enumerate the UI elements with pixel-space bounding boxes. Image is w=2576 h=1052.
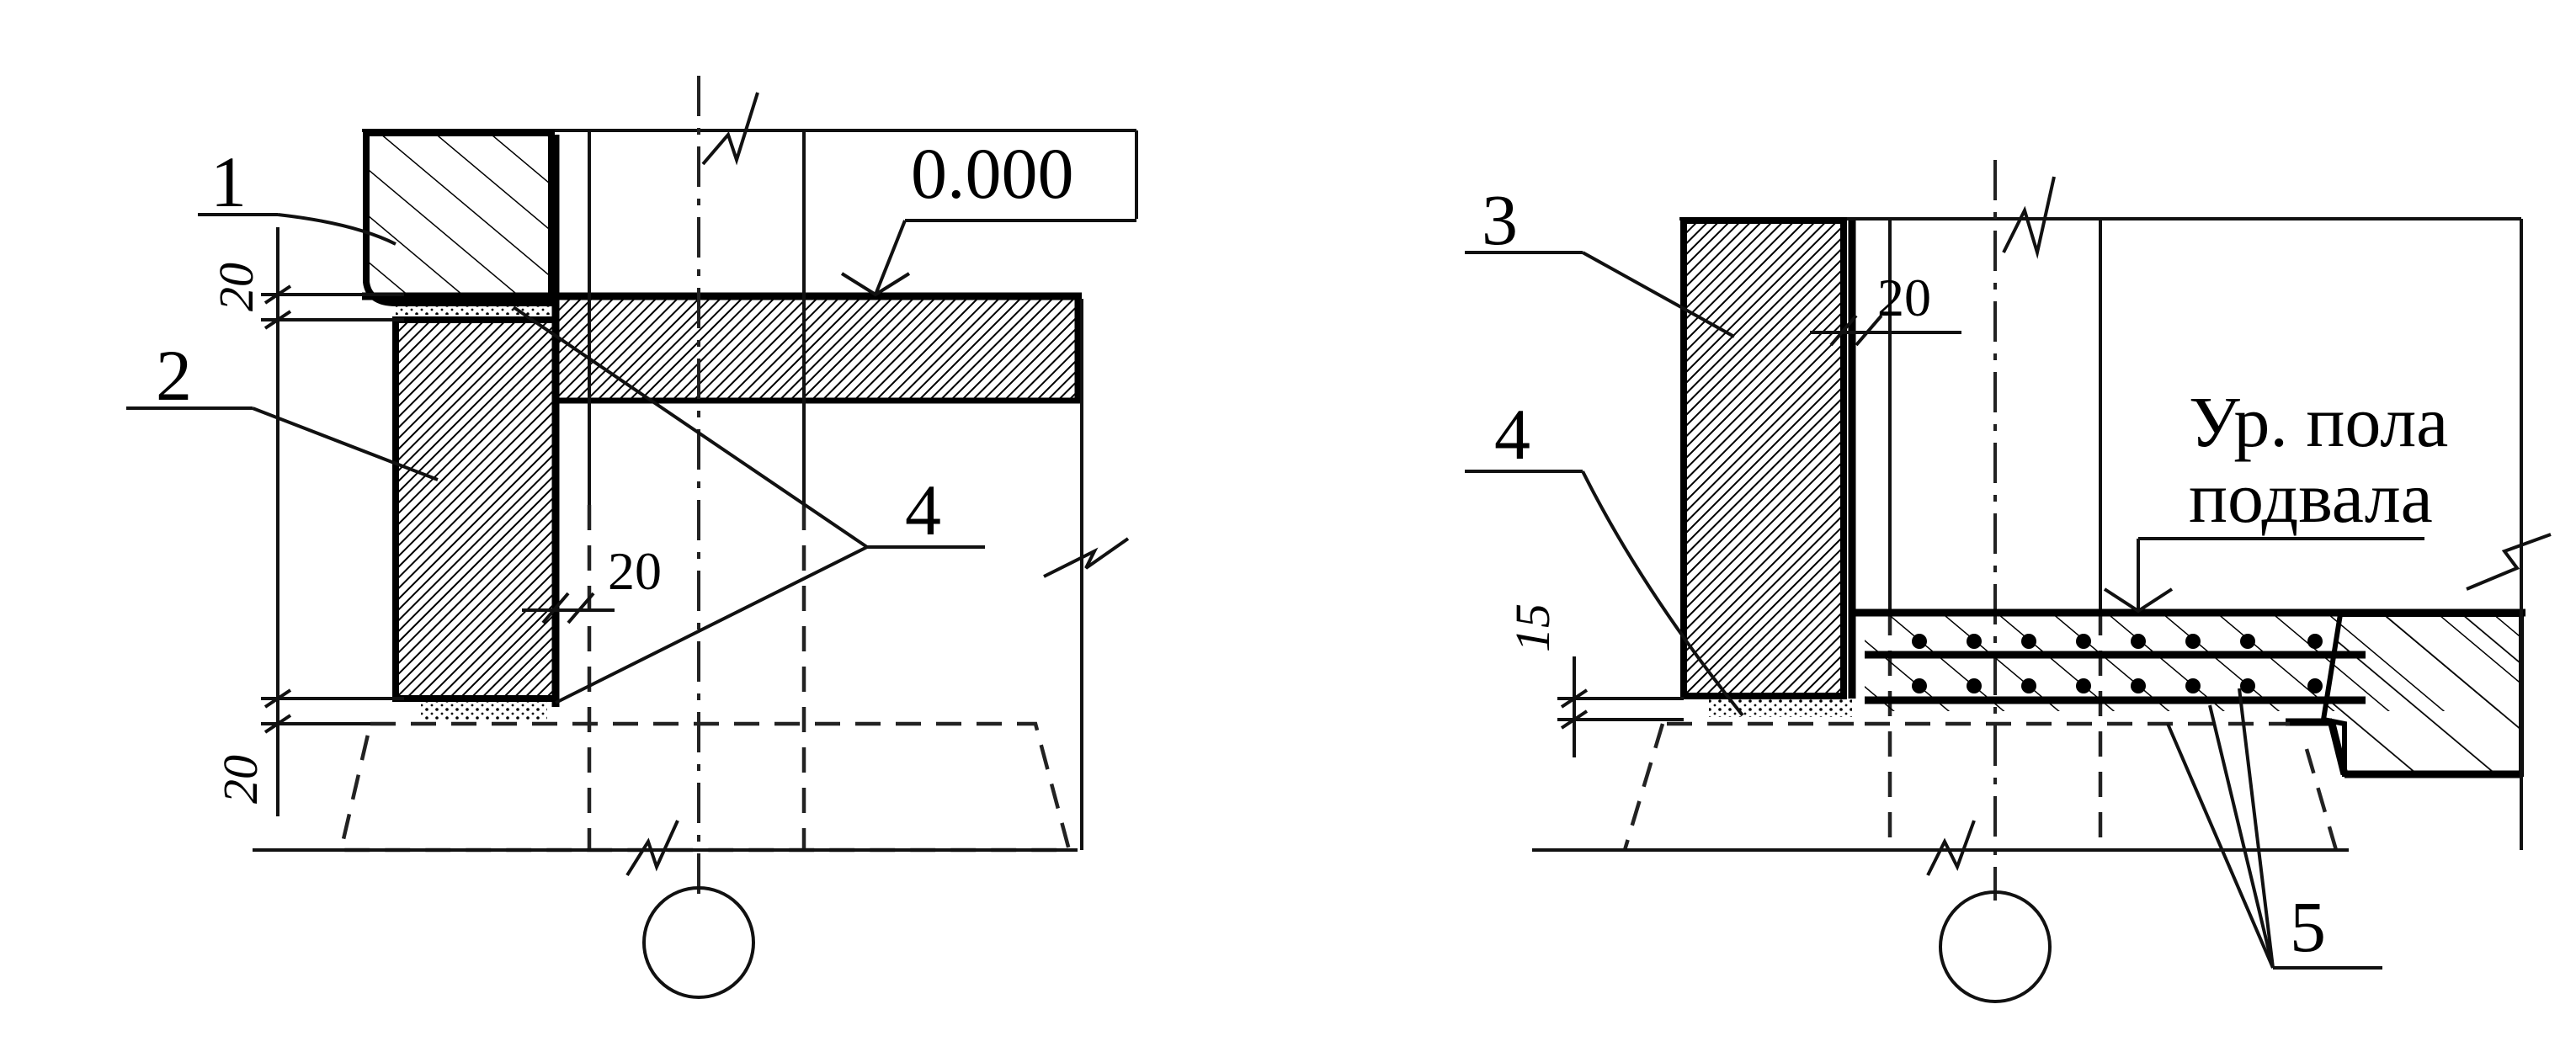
elevation-arrow	[840, 272, 911, 297]
floor-level-arrow	[2103, 587, 2174, 614]
lower-mortar-joint	[421, 702, 547, 720]
callout-4-left-leader-top	[512, 306, 869, 549]
callout-4-right-leader	[1581, 470, 1744, 717]
callout-2-label: 2	[156, 335, 192, 416]
break-mark-bottom-left	[625, 820, 679, 877]
callout-5-leader-b	[2208, 704, 2275, 969]
callout-2-leader	[252, 406, 439, 481]
callout-4-right-label: 4	[1494, 394, 1530, 475]
dim-slashes-right	[1560, 688, 1589, 730]
upper-wall-block	[363, 130, 555, 306]
elevation-label: 0.000	[911, 133, 1074, 214]
upper-mortar-joint	[396, 303, 556, 315]
callout-1-leader	[277, 213, 397, 246]
callout-1-label: 1	[210, 141, 247, 222]
break-mark-top-right	[2002, 176, 2056, 259]
elevation-leader-vertical	[874, 220, 907, 295]
step-riser	[2328, 722, 2349, 776]
break-mark-top-left	[701, 92, 759, 166]
floor-step-block	[2320, 612, 2524, 777]
callout-5-leader-a	[2166, 723, 2275, 969]
axis-bubble-right	[1939, 890, 2052, 1003]
axis-bubble-left	[642, 886, 755, 999]
lower-mortar-joint-right	[1709, 699, 1852, 717]
floor-slab	[552, 293, 1081, 404]
dim-side-gap-left: 20	[608, 541, 662, 601]
callout-5-leader-c	[2238, 688, 2275, 969]
callout-4-left-label: 4	[905, 470, 941, 550]
dim-slashes-horizontal-right	[1829, 314, 1883, 347]
right-detail: 20 15 Ур. пола подвала 3 4 5	[1465, 160, 2552, 1003]
break-mark-side-right	[2466, 533, 2552, 591]
dim-slashes-left	[263, 284, 292, 734]
dim-top-gap-left: 20	[209, 263, 263, 311]
basement-wall-block-right	[1680, 217, 1847, 699]
break-mark-side-left	[1043, 537, 1130, 578]
dim-side-gap-right: 20	[1877, 268, 1931, 327]
footing-outline-right	[1622, 721, 2339, 851]
rebar-dots	[1912, 634, 2323, 693]
footing-outline-left	[338, 721, 1072, 853]
callout-3-label: 3	[1482, 179, 1518, 260]
dim-slashes-horizontal-left	[541, 592, 595, 624]
break-mark-bottom-right	[1926, 820, 1976, 876]
dim-bottom-gap-right: 15	[1505, 603, 1560, 652]
left-detail: 20 20 20 0.000 1 2 4	[126, 76, 1138, 999]
callout-4-left-leader-bottom	[555, 545, 868, 704]
floor-level-label-line1: Ур. пола	[2189, 381, 2448, 462]
callout-5-label: 5	[2290, 886, 2326, 967]
dim-bottom-gap-left: 20	[213, 755, 268, 804]
basement-wall-block	[392, 316, 559, 702]
callout-3-leader	[1582, 251, 1735, 338]
floor-level-label-line2: подвала	[2189, 457, 2433, 538]
